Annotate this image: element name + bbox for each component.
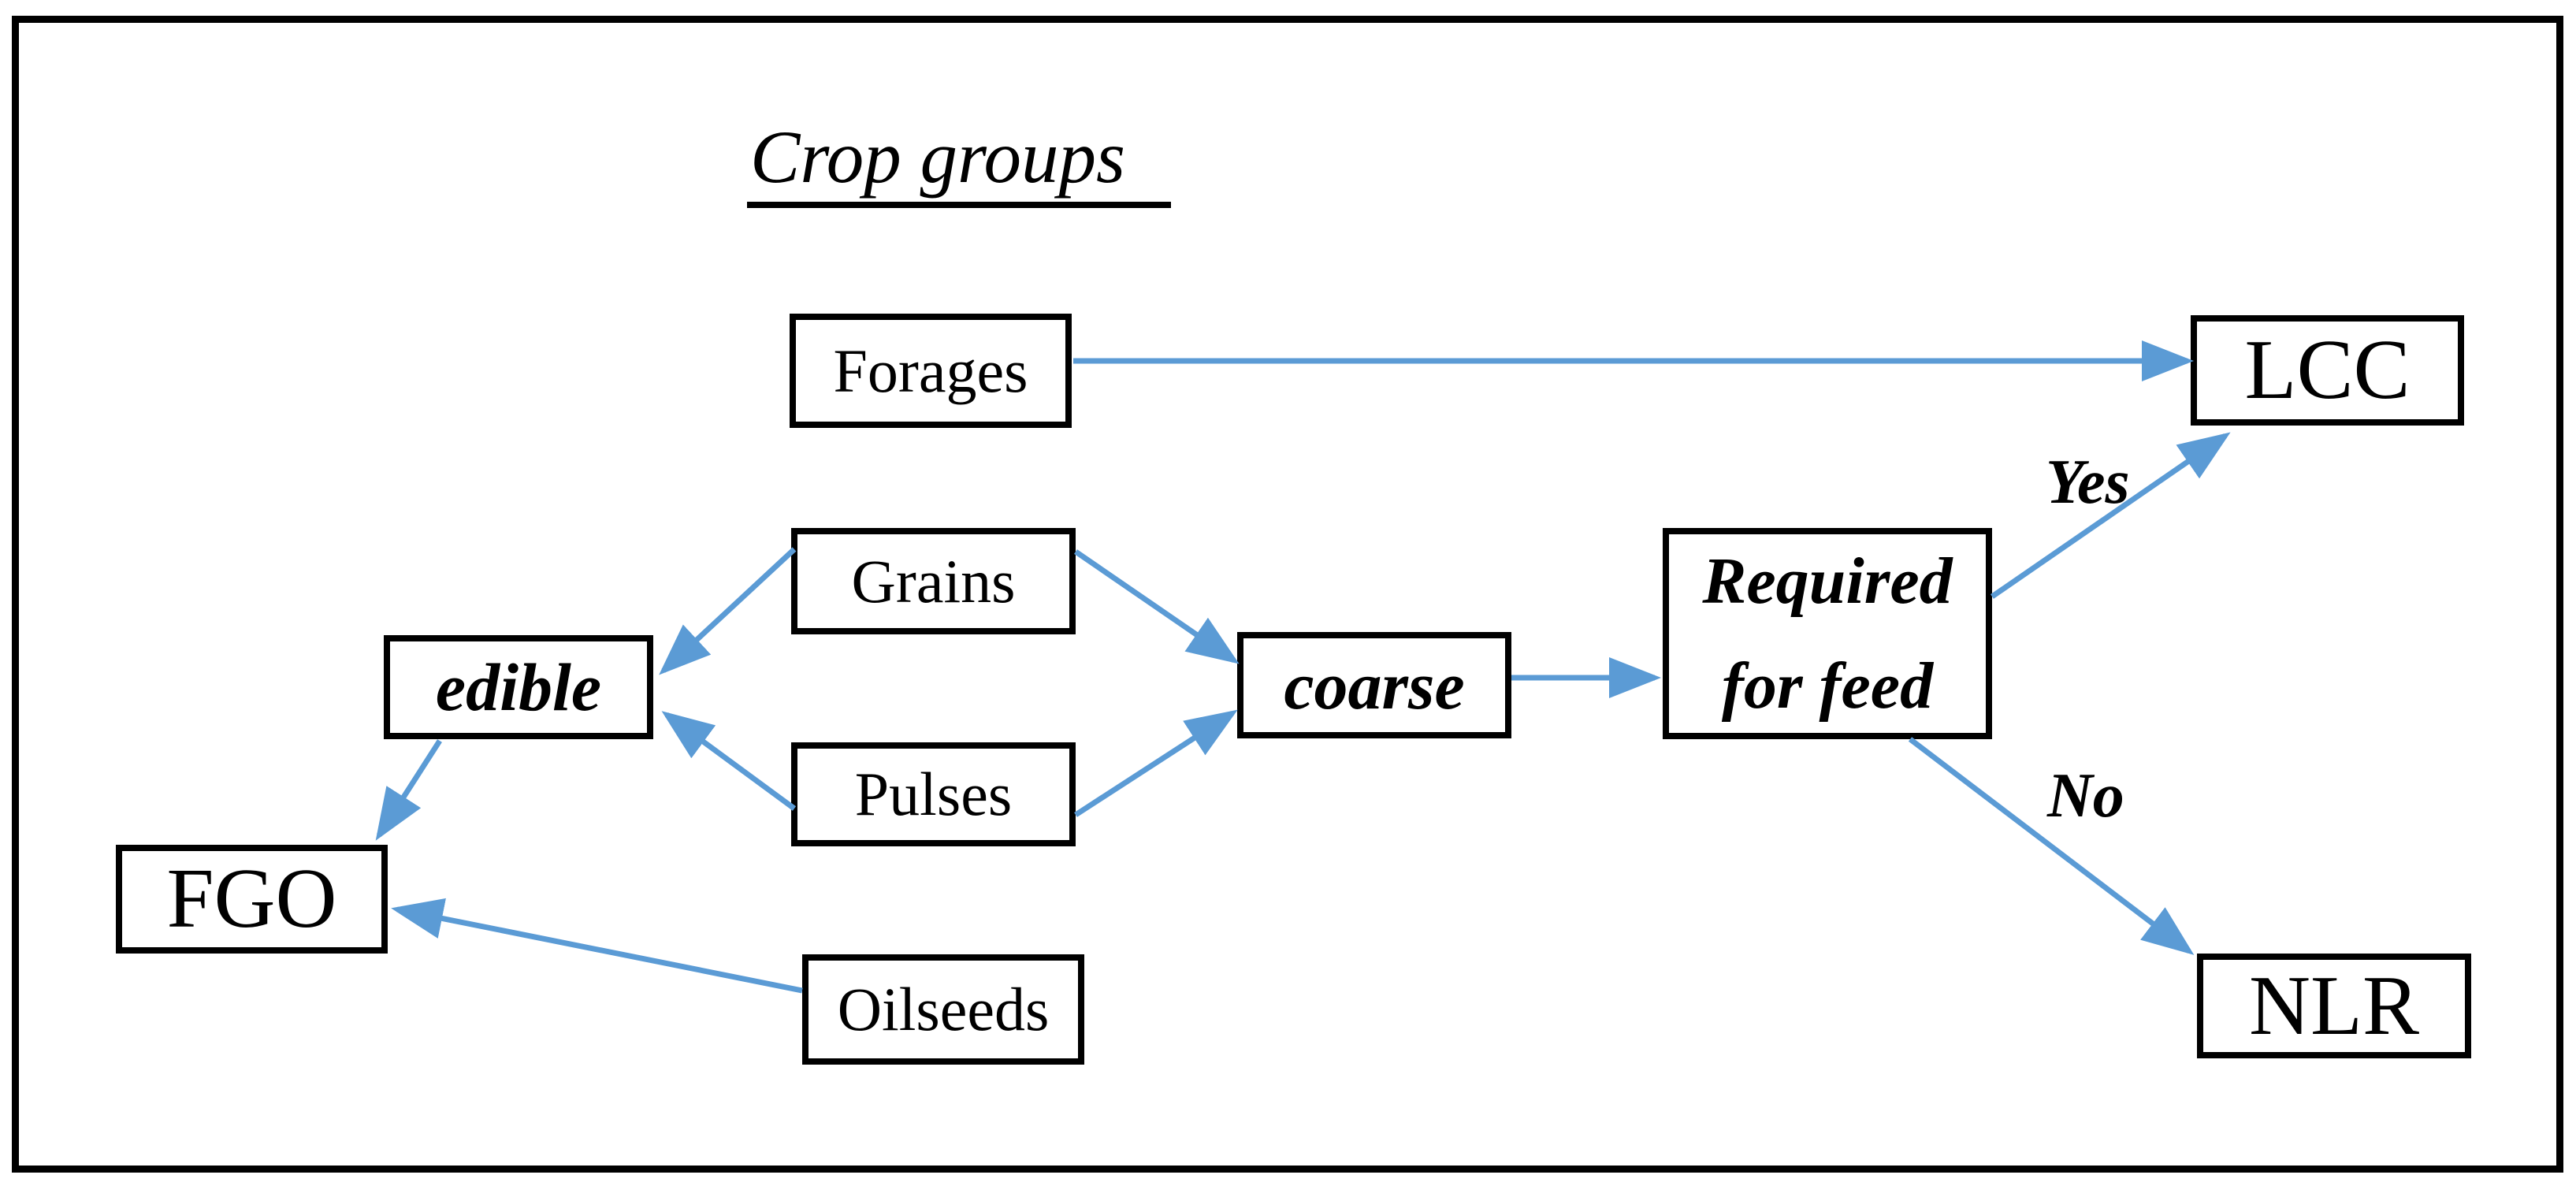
node-fgo: FGO bbox=[116, 845, 388, 954]
node-pulses: Pulses bbox=[791, 742, 1076, 846]
node-oilseeds: Oilseeds bbox=[802, 954, 1084, 1065]
node-edible: edible bbox=[384, 635, 653, 739]
arrow-oilseeds-to-fgo bbox=[391, 898, 803, 994]
node-nlr: NLR bbox=[2197, 954, 2471, 1058]
node-fgo-label: FGO bbox=[166, 852, 337, 946]
outer-border bbox=[12, 16, 2563, 1173]
arrow-pulses-to-edible bbox=[661, 711, 797, 811]
node-forages-label: Forages bbox=[833, 336, 1028, 405]
node-pulses-label: Pulses bbox=[854, 760, 1013, 828]
edge-label-no: No bbox=[2047, 761, 2124, 831]
node-lcc: LCC bbox=[2191, 315, 2464, 426]
node-required-line1: Required bbox=[1702, 545, 1953, 618]
node-edible-label: edible bbox=[435, 649, 602, 725]
node-coarse-label: coarse bbox=[1284, 647, 1465, 723]
arrow-grains-to-coarse bbox=[1074, 549, 1240, 664]
node-coarse: coarse bbox=[1237, 632, 1511, 738]
node-grains-label: Grains bbox=[851, 546, 1016, 615]
arrow-edible-to-fgo bbox=[375, 739, 442, 841]
node-required-for-feed: Required for feed bbox=[1663, 528, 1992, 739]
arrow-required-to-nlr-no bbox=[1908, 737, 2195, 955]
node-required-line2: for feed bbox=[1721, 649, 1934, 723]
node-nlr-label: NLR bbox=[2249, 958, 2419, 1053]
node-grains: Grains bbox=[791, 528, 1076, 634]
node-lcc-label: LCC bbox=[2244, 323, 2411, 417]
arrow-grains-to-edible bbox=[659, 547, 797, 675]
arrow-pulses-to-coarse bbox=[1074, 709, 1238, 817]
diagram-title: Crop groups bbox=[747, 117, 1171, 208]
node-oilseeds-label: Oilseeds bbox=[837, 975, 1050, 1043]
edge-label-yes: Yes bbox=[2046, 448, 2130, 517]
node-forages: Forages bbox=[790, 314, 1072, 428]
arrow-required-to-lcc-yes bbox=[1991, 432, 2231, 599]
